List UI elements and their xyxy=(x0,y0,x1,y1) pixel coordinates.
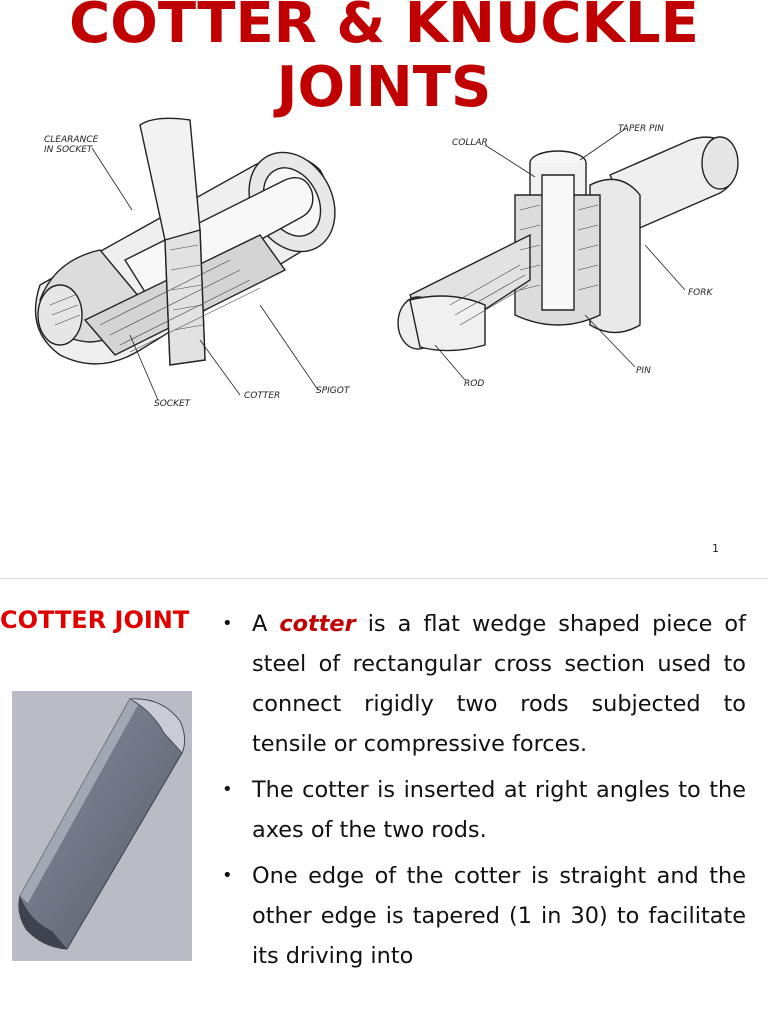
bullet-glyph: • xyxy=(222,613,233,634)
label-clearance-2: IN SOCKET xyxy=(44,145,94,155)
knuckle-joint-drawing: COLLAR TAPER PIN FORK PIN ROD xyxy=(390,115,750,395)
title-line-2: JOINTS xyxy=(276,55,492,120)
label-pin: PIN xyxy=(636,366,651,376)
slide-divider xyxy=(0,578,768,579)
bullet2-text: The cotter is inserted at right angles t… xyxy=(252,777,746,843)
bullet-list: • A cotter is a flat wedge shaped piece … xyxy=(222,604,746,982)
label-taper-pin: TAPER PIN xyxy=(618,124,664,134)
bullet-item-edge-taper: • One edge of the cotter is straight and… xyxy=(222,856,746,976)
cotter-joint-drawing: CLEARANCE IN SOCKET SOCKET COTTER SPIGOT xyxy=(30,110,360,415)
bullet-glyph: • xyxy=(222,779,233,800)
label-clearance-1: CLEARANCE xyxy=(44,135,99,145)
bullet1-highlight-term: cotter xyxy=(279,611,356,637)
label-rod: ROD xyxy=(464,379,484,389)
bullet1-prefix: A xyxy=(252,611,268,637)
page-number: 1 xyxy=(712,542,719,555)
label-collar: COLLAR xyxy=(452,138,488,148)
bullet-item-insertion: • The cotter is inserted at right angles… xyxy=(222,770,746,850)
bullet3-text: One edge of the cotter is straight and t… xyxy=(252,863,746,969)
bullet-glyph: • xyxy=(222,865,233,886)
slide-title: COTTER & KNUCKLE JOINTS xyxy=(0,0,768,120)
bullet1-suffix: is a flat wedge shaped piece of steel of… xyxy=(252,611,746,757)
bullet-item-cotter-definition: • A cotter is a flat wedge shaped piece … xyxy=(222,604,746,764)
label-spigot: SPIGOT xyxy=(316,386,351,396)
label-fork: FORK xyxy=(688,288,714,298)
title-line-1: COTTER & KNUCKLE xyxy=(69,0,699,56)
slide-title-page: COTTER & KNUCKLE JOINTS xyxy=(0,0,768,555)
label-socket: SOCKET xyxy=(154,399,192,409)
section-heading: COTTER JOINT xyxy=(0,606,190,634)
label-cotter: COTTER xyxy=(244,391,280,401)
cotter-render-image xyxy=(12,691,192,961)
slide-cotter-joint: COTTER JOINT • A cotter is a flat wedge … xyxy=(0,580,768,1024)
